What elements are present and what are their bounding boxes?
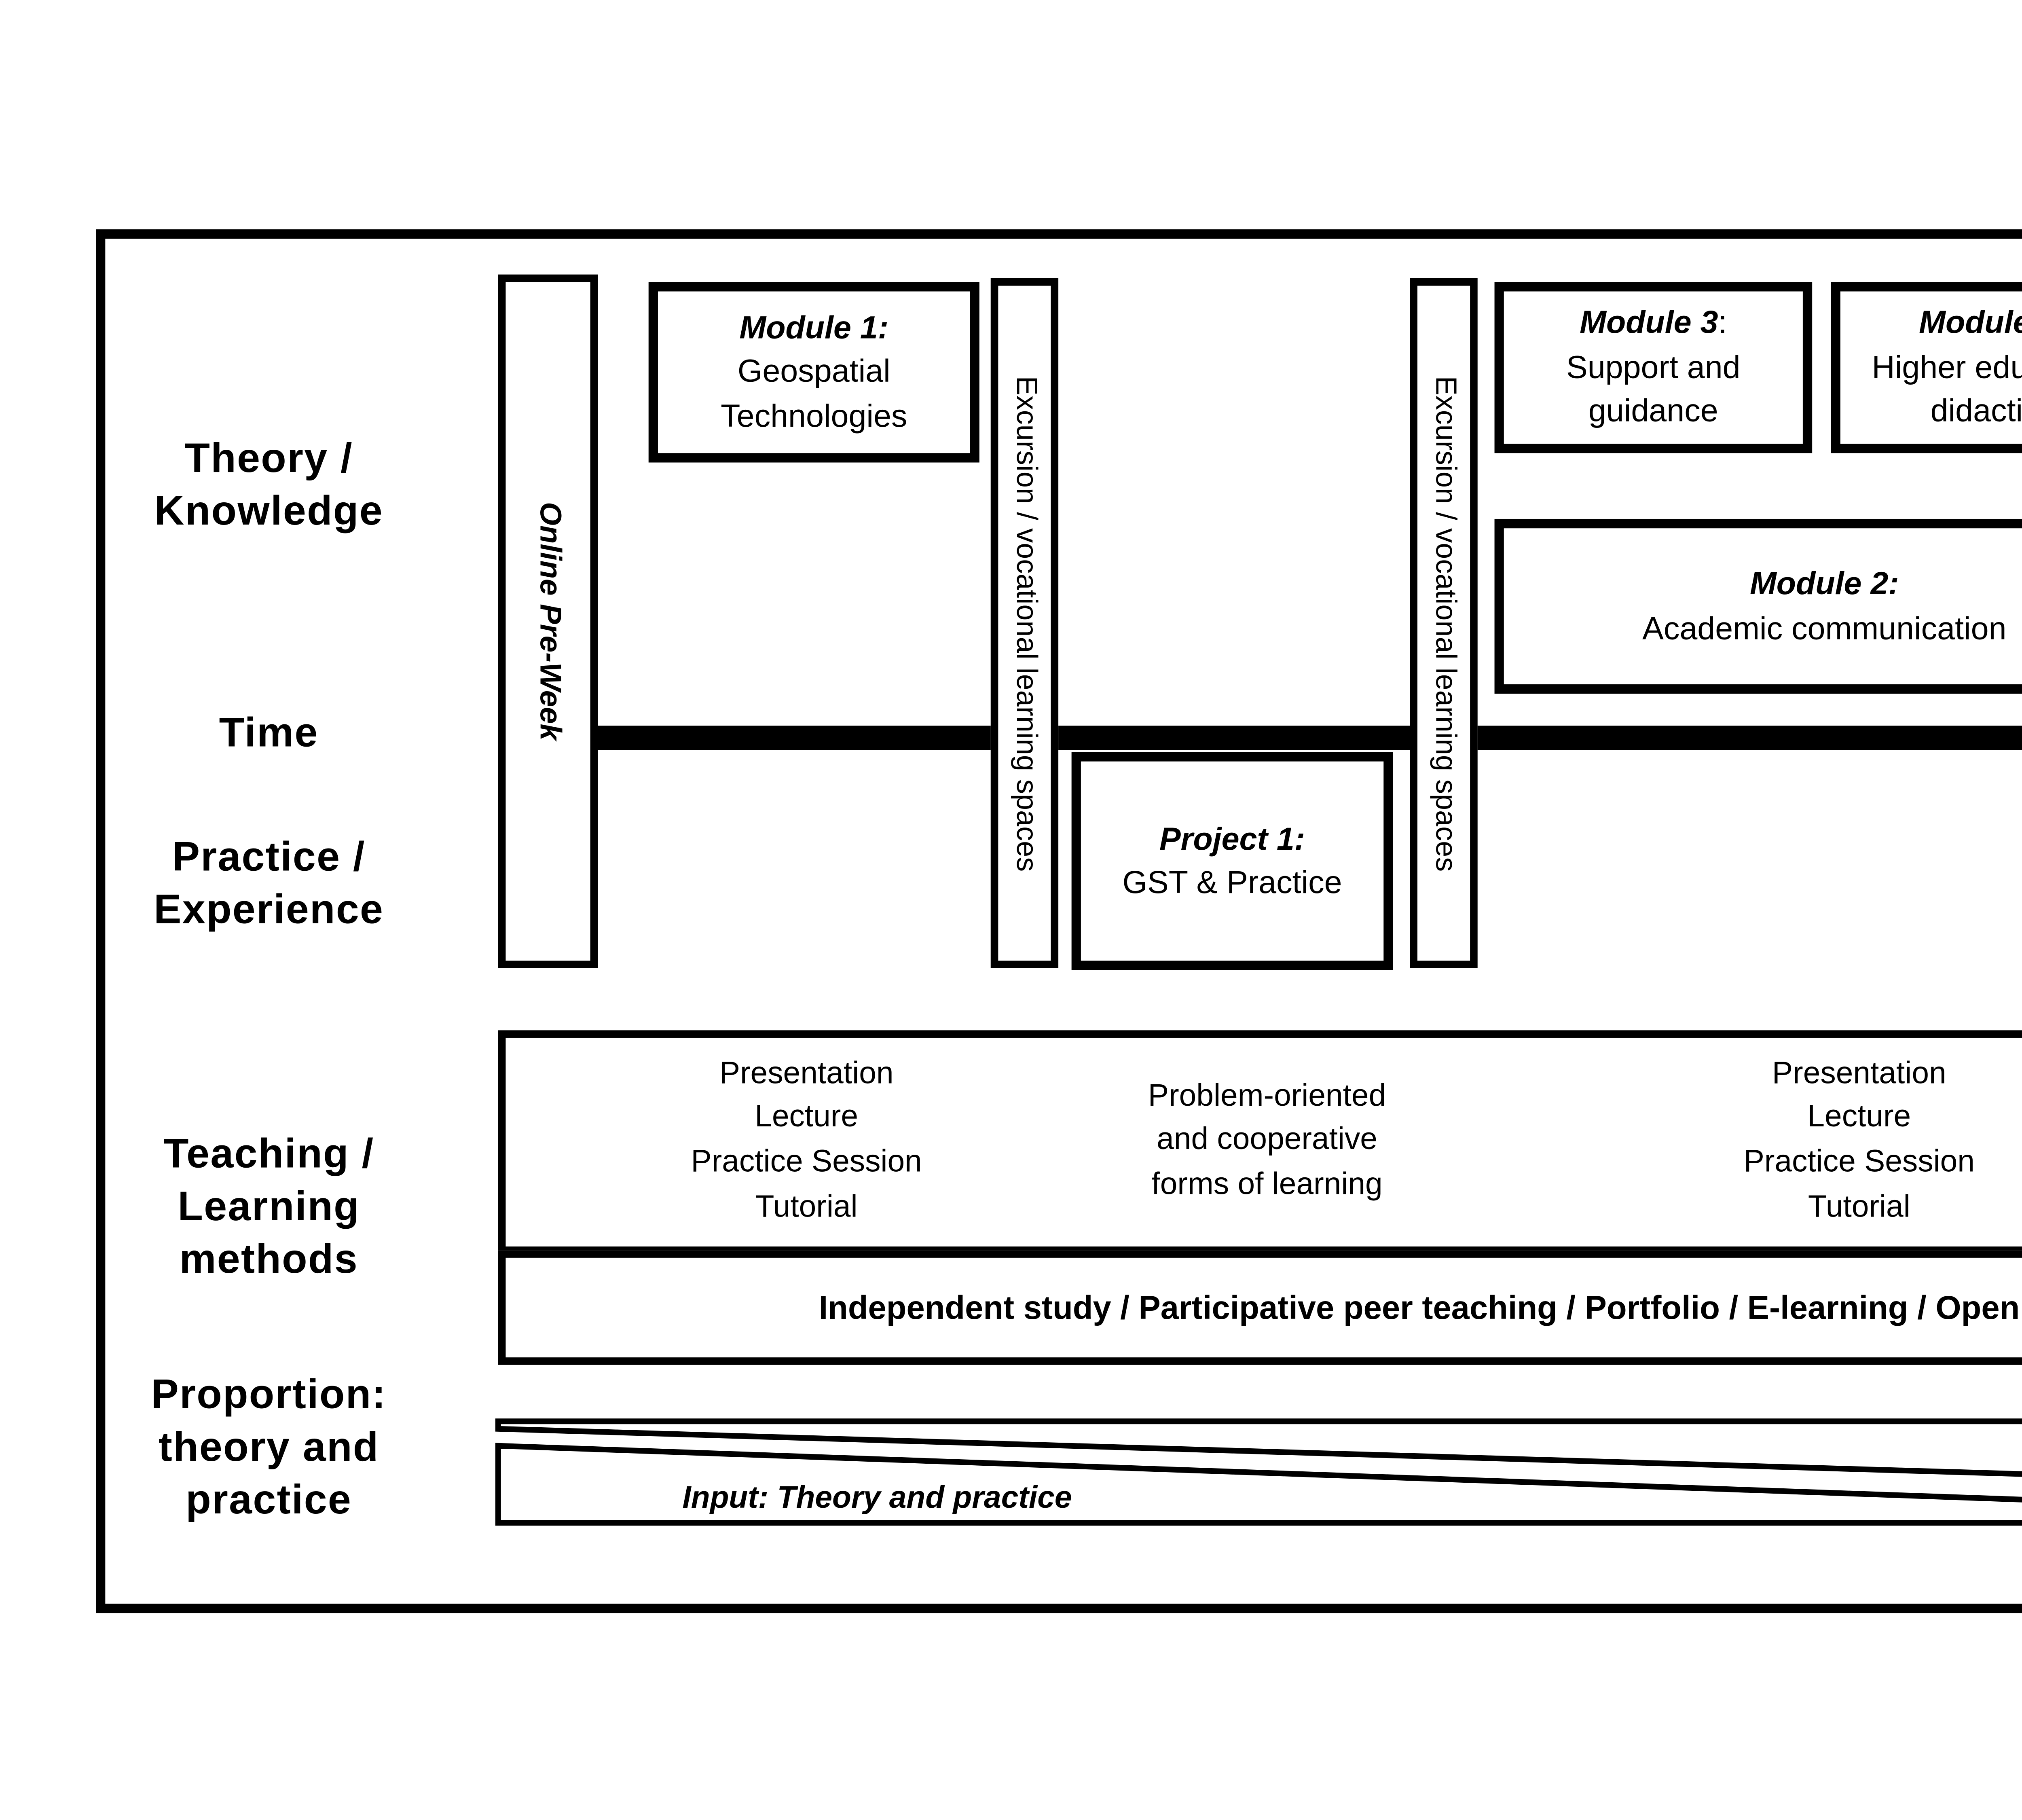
online-pre-week-bar: Online Pre-Week	[498, 274, 598, 968]
methods-row-1: Presentation Lecture Practice Session Tu…	[498, 1030, 2022, 1254]
module-1-title: Module 1:	[739, 310, 889, 346]
proportion-diagram: Output: Acquisition of practice Input: T…	[495, 1418, 2022, 1530]
methods-row-2: Independent study / Participative peer t…	[498, 1250, 2022, 1365]
input-label: Input: Theory and practice	[682, 1481, 1072, 1515]
row-label-proportion: Proportion: theory and practice	[151, 1370, 387, 1524]
module-3-box: Module 3: Support and guidance	[1494, 282, 1813, 453]
excursion-bar-1: Excursion / vocational learning spaces	[990, 278, 1059, 968]
module-2-body: Academic communication	[1642, 610, 2007, 646]
row-label-time: Time	[219, 709, 319, 756]
module-1-box: Module 1: Geospatial Technologies	[648, 282, 979, 463]
excursion-label: Excursion / vocational learning spaces	[1009, 375, 1042, 871]
row-label-teaching-learning-methods: Teaching / Learning methods	[163, 1130, 374, 1283]
module-4-box: Module 4: Higher education didactics	[1831, 282, 2022, 453]
project-1-body: GST & Practice	[1122, 865, 1342, 901]
methods-cell-3: Presentation Lecture Practice Session Tu…	[1743, 1056, 1975, 1225]
online-pre-week-label: Online Pre-Week	[533, 502, 565, 741]
diagram-frame	[96, 229, 2022, 1613]
methods-cell-1: Presentation Lecture Practice Session Tu…	[691, 1056, 922, 1225]
input-wedge	[495, 1443, 2022, 1526]
methods-cell-2: Problem-oriented and cooperative forms o…	[1148, 1078, 1386, 1202]
output-wedge	[495, 1418, 2022, 1477]
timeline-axis	[598, 726, 2022, 750]
module-4-title: Module 4:	[1919, 305, 2022, 341]
project-1-box: Project 1: GST & Practice	[1071, 752, 1393, 970]
module-1-body: Geospatial Technologies	[721, 354, 907, 434]
module-3-body: Support and guidance	[1566, 349, 1741, 429]
methods-row-2-label: Independent study / Participative peer t…	[819, 1288, 2022, 1326]
excursion-label: Excursion / vocational learning spaces	[1428, 375, 1461, 871]
proportion-wedges-icon	[495, 1418, 2022, 1526]
excursion-bar-2: Excursion / vocational learning spaces	[1410, 278, 1478, 968]
row-label-practice-experience: Practice / Experience	[154, 833, 384, 933]
project-1-title: Project 1:	[1159, 821, 1305, 857]
module-3-title: Module 3:	[1580, 305, 1727, 341]
module-2-title: Module 2:	[1749, 566, 1899, 602]
module-2-box: Module 2: Academic communication	[1494, 518, 2022, 694]
row-label-theory-knowledge: Theory / Knowledge	[154, 434, 383, 534]
module-4-body: Higher education didactics	[1872, 349, 2022, 429]
